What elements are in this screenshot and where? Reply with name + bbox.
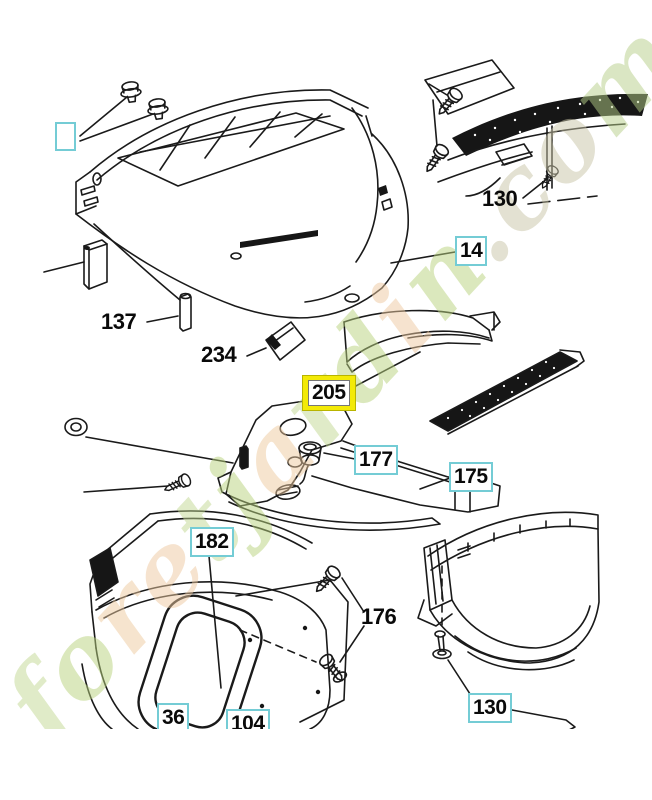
screw: [310, 563, 344, 597]
screw: [420, 141, 452, 177]
part-label-36: 36: [157, 703, 190, 733]
part-label-cutoff: [55, 122, 76, 151]
part-label-130-bottom: 130: [468, 693, 512, 723]
pin-part-137: [146, 292, 192, 332]
leader-line: [447, 659, 473, 698]
leader-line: [85, 436, 234, 464]
leader-line-14: [390, 251, 456, 264]
leader-line: [428, 83, 448, 96]
part-label-182: 182: [190, 527, 234, 557]
leader-line: [146, 315, 179, 323]
console-part: [420, 59, 648, 205]
leader-line: [79, 113, 154, 142]
part-label-205-number: 205: [308, 380, 350, 406]
leader-line: [511, 709, 576, 731]
part-label-176: 176: [361, 604, 397, 629]
leader-line: [83, 485, 169, 493]
leader-line-175: [419, 477, 451, 490]
part-label-177: 177: [354, 445, 398, 475]
plate-part-234: [246, 321, 306, 361]
leader-line: [527, 195, 598, 205]
leader-line: [43, 261, 85, 273]
leader-line: [339, 625, 365, 663]
leader-line: [79, 96, 128, 137]
bowl-part: [417, 511, 600, 731]
part-label-137: 137: [101, 309, 137, 334]
grille-assembly: [81, 510, 349, 746]
bolt-head: [64, 417, 88, 437]
leader-line: [246, 347, 267, 357]
block-part: [43, 239, 108, 290]
part-label-130-top: 130: [482, 186, 518, 211]
clip-fasteners: [79, 79, 170, 142]
leader-line: [522, 177, 549, 199]
part-label-234: 234: [201, 342, 237, 367]
leader-line-182: [208, 555, 222, 689]
image-crop-whitespace: [0, 729, 652, 800]
trim-strip: [429, 349, 585, 435]
screws-176: [310, 563, 365, 686]
leader-line: [341, 577, 365, 613]
part-label-14: 14: [455, 236, 488, 266]
part-label-205-highlighted: 205: [302, 375, 356, 411]
part-label-175: 175: [449, 462, 493, 492]
leader-line: [323, 452, 356, 460]
hood-assembly: [75, 89, 409, 319]
tray-part-205: [343, 309, 501, 389]
leader-line: [351, 351, 421, 389]
nut-part-177: [298, 441, 356, 485]
leader-line: [432, 99, 438, 147]
